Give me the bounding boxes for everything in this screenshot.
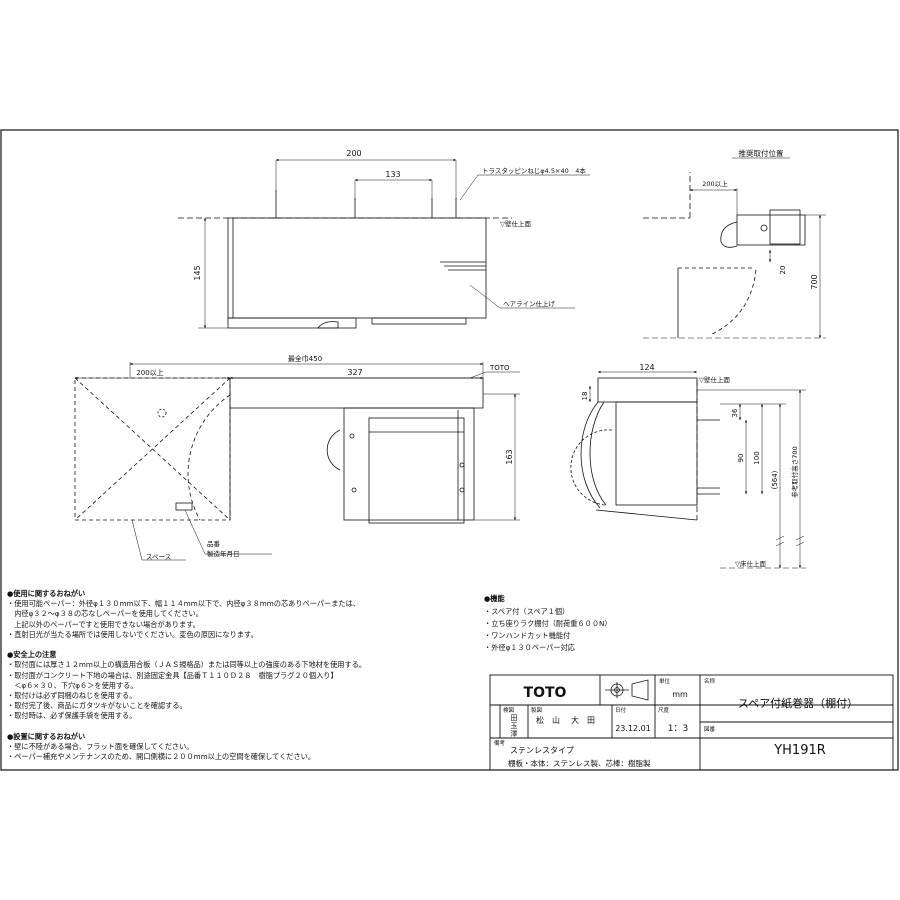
notes-heading: ●安全上の注意 [7,650,57,660]
designed-value: 松 山 [536,715,560,725]
features-heading: ●機能 [484,594,505,603]
feature-item: ・ワンハンドカット機能付 [484,631,571,640]
sheet-border [0,129,899,771]
install-dim-20: 20 [779,266,787,275]
feature-item: ・立ち座りラク棚付（耐荷重６００N） [484,619,612,628]
notes-line: ・取付完了後、商品にガタツキがないことを確認する。 [7,701,187,711]
floor-label: ▽床仕上面 [735,559,766,568]
drawing-no: YH191R [773,743,826,758]
top-view [178,158,590,329]
total-width: 最全巾450 [288,354,322,363]
remarks-line1: ステンレスタイプ [510,746,574,755]
ref-height: 参考取付高さ700 [790,446,799,497]
scale-label: 尺度 [658,706,670,714]
side-dim-564: (564) [771,470,779,489]
checked-value: 大 田 [571,715,595,725]
top-dim-133: 133 [385,170,400,179]
notes-line: ・取付面には厚さ１２mm以上の構造用合板（ＪＡＳ規格品）または同等以上の強度のあ… [7,660,367,670]
notes-line: ・直射日光が当たる場所では使用しないでください。変色の原因になります。 [7,629,258,639]
notes-line: ・取付面がコンクリート下地の場合は、別途固定金具【品番Ｔ１１０Ｄ２８ 樹脂プラグ… [7,670,338,680]
notes-line: ・ペーパー補充やメンテナンスのため、開口側横に２００mm以上の空間を確保してくだ… [7,752,316,762]
notes-line: 上記以外のペーパーですと使用できない場合があります。 [7,619,200,629]
front-view [74,362,520,561]
top-wall-label: ▽壁仕上面 [500,219,531,228]
title-block [489,674,894,771]
front-dim-200-min: 200以上 [136,368,163,377]
side-dim-90: 90 [737,454,745,463]
screw-note: トラスタッピンねじφ4.5×40 4本 [482,166,586,175]
date-label: 日付 [615,706,627,714]
side-dim-18: 18 [581,392,589,401]
install-dim-700: 700 [810,274,819,289]
mfg-date-label: 製造年月日 [207,549,240,558]
names-col1-3: 澤 [511,729,518,738]
notes-line: 内径φ３２～φ３８の芯なしペーパーを使用してください。 [7,609,203,619]
feature-item: ・外径φ１３０ペーパー対応 [484,643,575,652]
unit-label: 単位 [659,677,671,685]
date-value: 23.12.01 [615,724,651,733]
remarks-line2: 棚板・本体：ステンレス製、芯棒：樹脂製 [508,758,651,768]
notes-heading: ●設置に関するおねがい [7,731,86,741]
names-col1-1: 田 [511,714,518,722]
designed-label: 製図 [531,706,543,714]
notes-line: ・取付けは必ず同梱のねじを使用する。 [7,691,137,700]
names-col1-2: 玉 [511,722,518,730]
notes-line: ＜φ６×３０、下穴φ６＞を使用する。 [7,680,138,690]
side-dim-100: 100 [753,451,761,464]
side-view [570,370,806,569]
side-dim-36: 36 [731,408,739,417]
side-dim-124: 124 [639,363,654,372]
top-dim-145: 145 [193,265,202,280]
notes-line: ・取付時は、必ず保護手袋を使用する。 [7,711,137,721]
remarks-label: 備考 [494,739,506,747]
space-label: スペース [146,553,171,561]
finish-note: ヘアライン仕上げ [503,299,556,308]
toto-mark: TOTO [489,364,510,372]
feature-item: ・スペア付（スペア１個） [484,607,570,616]
drawing-no-label: 図番 [704,726,716,733]
top-dim-200: 200 [346,149,361,158]
install-title: 推奨取付位置 [739,148,784,158]
notes-line: ・壁に不陸がある場合、フラット面を確保してください。 [7,742,194,751]
front-dim-163: 163 [505,449,514,464]
front-dim-327: 327 [347,368,362,377]
product-name: スペア付紙巻器（棚付） [738,696,858,710]
scale-value: 1：3 [668,724,688,734]
product-no-label: 品番 [207,540,221,548]
projection-symbol-icon [605,679,649,701]
brand-logo: TOTO [524,685,567,701]
name-label: 名称 [704,677,716,685]
notes-line: ・使用可能ペーパー：外径φ１３０mm以下、幅１１４mm以下で、内径φ３８mmの芯… [7,599,360,609]
install-view [643,157,826,339]
side-wall-label: ▽壁仕上面 [699,375,730,384]
notes-heading: ●使用に関するおねがい [7,589,86,598]
unit-value: mm [672,690,688,699]
checked-label: 検図 [503,706,515,714]
install-dim-200-min: 200以上 [702,179,728,188]
